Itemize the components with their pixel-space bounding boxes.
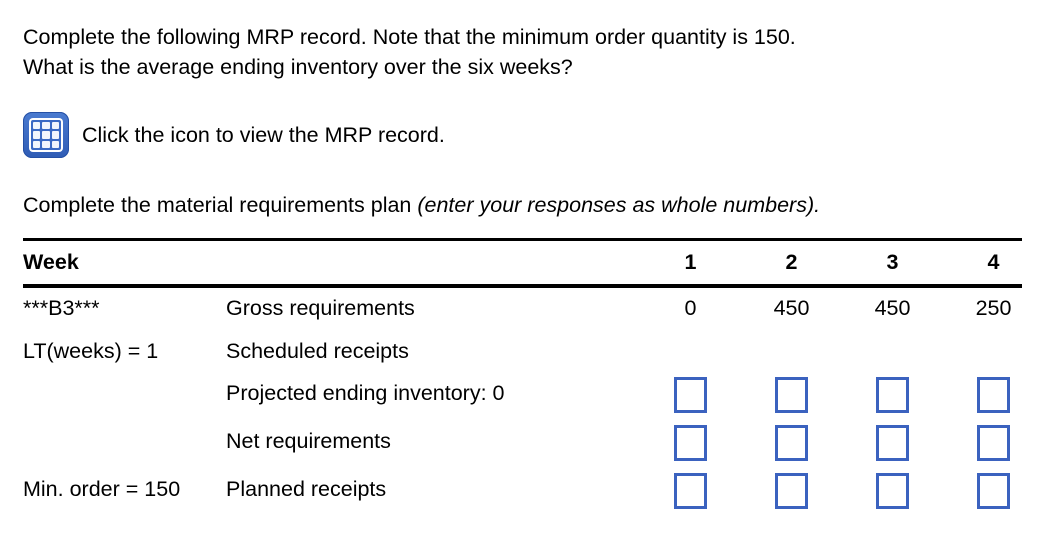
grid-cell (51, 131, 59, 139)
row-meta-label: Min. order = 150 (23, 477, 181, 501)
table-row: Net requirements (23, 421, 1022, 469)
grid-cell (42, 131, 50, 139)
row-meta-label (23, 373, 226, 381)
cell-value: 250 (975, 296, 1012, 320)
cell-input-wrap (842, 469, 943, 509)
mrp-record-link-row: Click the icon to view the MRP record. (23, 112, 445, 158)
input-pei-week-1[interactable] (674, 377, 707, 413)
cell-input-wrap (640, 421, 741, 461)
input-net-week-4[interactable] (977, 425, 1010, 461)
table-top-rule (23, 238, 1022, 241)
icon-caption: Click the icon to view the MRP record. (82, 123, 445, 147)
cell-input-wrap (943, 373, 1039, 413)
cell-value (640, 331, 741, 339)
cell-input-wrap (640, 469, 741, 509)
row-title-label: Gross requirements (226, 296, 415, 320)
grid-cell (42, 140, 50, 148)
instruction-plain: Complete the material requirements plan (23, 193, 418, 217)
header-week-1: 1 (684, 250, 697, 274)
cell-value (943, 331, 1039, 339)
table-row: Min. order = 150 Planned receipts (23, 469, 1022, 517)
header-week-4: 4 (987, 250, 1000, 274)
input-planned-week-1[interactable] (674, 473, 707, 509)
row-title-label: Planned receipts (226, 477, 387, 501)
input-planned-week-4[interactable] (977, 473, 1010, 509)
cell-input-wrap (741, 469, 842, 509)
grid-cell (33, 131, 41, 139)
table-row: Projected ending inventory: 0 (23, 373, 1022, 421)
intro-line-1: Complete the following MRP record. Note … (23, 25, 796, 49)
grid-cell (51, 140, 59, 148)
header-week-label: Week (23, 250, 79, 274)
spreadsheet-icon[interactable] (23, 112, 69, 158)
cell-value: 450 (874, 296, 911, 320)
cell-input-wrap (741, 373, 842, 413)
input-pei-week-2[interactable] (775, 377, 808, 413)
row-title-label: Projected ending inventory: 0 (226, 381, 505, 405)
input-pei-week-3[interactable] (876, 377, 909, 413)
header-week-2: 2 (785, 250, 798, 274)
cell-input-wrap (943, 469, 1039, 509)
input-pei-week-4[interactable] (977, 377, 1010, 413)
spreadsheet-icon-grid (29, 118, 63, 152)
row-title-label: Net requirements (226, 429, 391, 453)
grid-cell (33, 140, 41, 148)
table-header-row: Week 1 2 3 4 (23, 241, 1022, 284)
cell-input-wrap (842, 421, 943, 461)
cell-value: 450 (773, 296, 810, 320)
table-header-rule (23, 284, 1022, 288)
grid-cell (42, 122, 50, 130)
cell-input-wrap (741, 421, 842, 461)
input-net-week-2[interactable] (775, 425, 808, 461)
input-planned-week-3[interactable] (876, 473, 909, 509)
input-planned-week-2[interactable] (775, 473, 808, 509)
cell-value (741, 331, 842, 339)
instruction-line: Complete the material requirements plan … (23, 190, 820, 220)
cell-value (842, 331, 943, 339)
table-row: LT(weeks) = 1 Scheduled receipts (23, 331, 1022, 373)
row-meta-label: ***B3*** (23, 296, 100, 320)
cell-input-wrap (842, 373, 943, 413)
cell-input-wrap (943, 421, 1039, 461)
input-net-week-1[interactable] (674, 425, 707, 461)
row-title-label: Scheduled receipts (226, 339, 409, 363)
grid-cell (51, 122, 59, 130)
row-meta-label (23, 421, 226, 429)
instruction-italic: (enter your responses as whole numbers). (417, 193, 821, 217)
mrp-table: Week 1 2 3 4 ***B3*** Gross requirements… (23, 238, 1022, 517)
cell-input-wrap (640, 373, 741, 413)
row-meta-label: LT(weeks) = 1 (23, 339, 159, 363)
table-row: ***B3*** Gross requirements 0 450 450 25… (23, 288, 1022, 331)
header-week-3: 3 (886, 250, 899, 274)
cell-value: 0 (684, 296, 697, 320)
input-net-week-3[interactable] (876, 425, 909, 461)
intro-line-2: What is the average ending inventory ove… (23, 55, 573, 79)
grid-cell (33, 122, 41, 130)
